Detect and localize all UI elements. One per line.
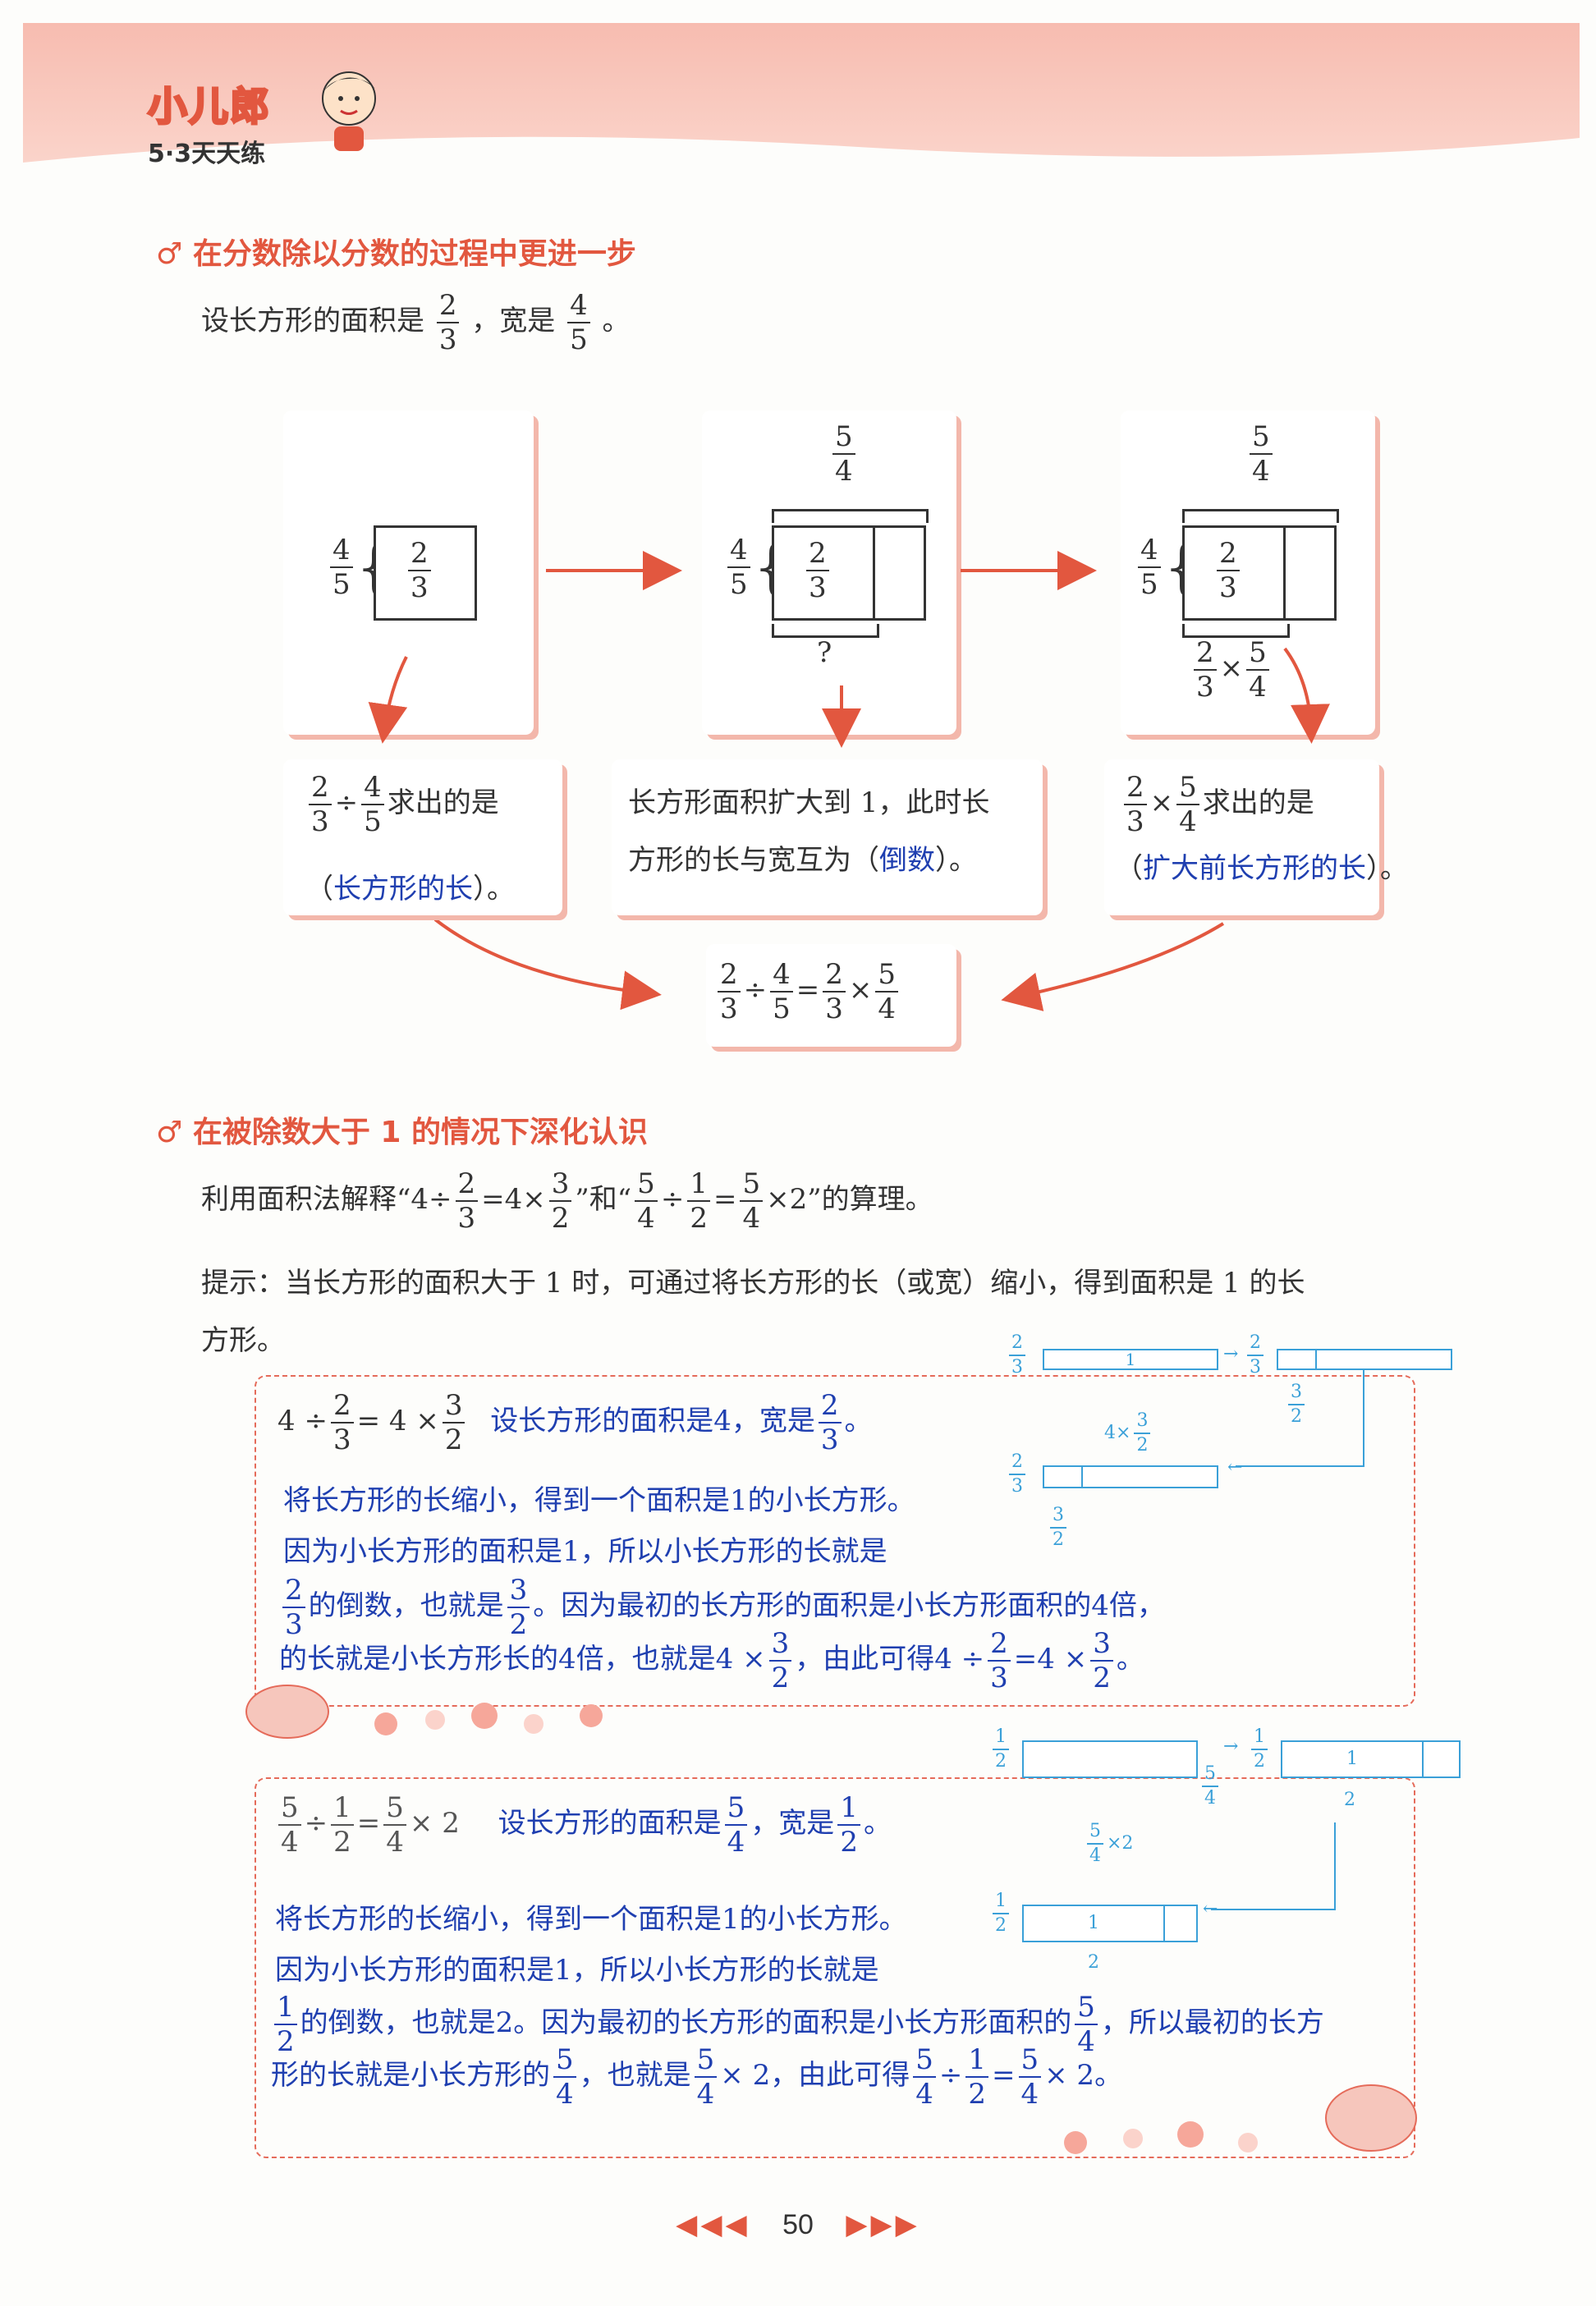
- explain-box-1-line2: （长方形的长）。: [305, 873, 515, 905]
- next-arrows-icon: ▶▶▶: [846, 2209, 920, 2240]
- panel2-extension: [873, 525, 926, 621]
- brand-subtitle: 5·3天天练: [148, 140, 266, 168]
- card1-diagram-rect2: [1277, 1349, 1452, 1370]
- explain-box-3-line2: （扩大前长方形的长）。: [1115, 852, 1408, 885]
- mascot-icon: [316, 66, 382, 156]
- card1-line2: 将长方形的长缩小，得到一个面积是1的小长方形。: [283, 1484, 915, 1517]
- flower-decoration-1: [238, 1675, 649, 1740]
- panel3-bottom-brace: [1182, 624, 1290, 638]
- conclusion-box: [706, 944, 956, 1047]
- section-bullet-icon: ♂: [156, 1116, 183, 1149]
- answer-rectangle-length[interactable]: 长方形的长: [333, 873, 473, 905]
- card2-line3: 因为小长方形的面积是1，所以小长方形的长就是: [275, 1954, 879, 1987]
- card1-line3: 因为小长方形的面积是1，所以小长方形的长就是: [283, 1535, 887, 1568]
- flower-decoration-2: [1026, 2069, 1437, 2159]
- card2-diagram-rect1: [1022, 1740, 1198, 1778]
- answer-reciprocal[interactable]: 倒数: [879, 844, 935, 877]
- brand-title: 小儿郎: [146, 83, 272, 131]
- section1-arrows: [368, 551, 1330, 1011]
- card2: [255, 1777, 1415, 2158]
- section1-title-text: 在分数除以分数的过程中更进一步: [192, 237, 636, 271]
- explain-box-2-line1: 长方形面积扩大到 1，此时长: [628, 786, 990, 819]
- brand-logo: 小儿郎 5·3天天练: [146, 74, 272, 169]
- card2-line2: 将长方形的长缩小，得到一个面积是1的小长方形。: [275, 1903, 907, 1936]
- answer-original-length[interactable]: 扩大前长方形的长: [1143, 852, 1366, 885]
- prev-arrows-icon: ◀◀◀: [676, 2209, 750, 2240]
- section2-title-text: 在被除数大于 1 的情况下深化认识: [192, 1116, 648, 1149]
- panel3-extension: [1283, 525, 1337, 621]
- explain-box-2: [612, 759, 1043, 915]
- section2-title: ♂ 在被除数大于 1 的情况下深化认识: [156, 1108, 648, 1151]
- section1-title: ♂ 在分数除以分数的过程中更进一步: [156, 230, 636, 273]
- header-band: [23, 23, 1580, 195]
- header-wave: [23, 136, 1580, 195]
- panel2-top-brace: [772, 509, 929, 523]
- panel2-question: ?: [817, 636, 832, 669]
- section-bullet-icon: ♂: [156, 237, 183, 271]
- panel2-bottom-brace: [772, 624, 879, 638]
- card2-diagram-rect3: [1022, 1905, 1198, 1942]
- panel3-top-brace: [1182, 509, 1339, 523]
- page-number: 50: [782, 2209, 814, 2240]
- explain-box-2-line2: 方形的长与宽互为（倒数）。: [628, 844, 977, 877]
- section2-hint-line1: 提示：当长方形的面积大于 1 时，可通过将长方形的长（或宽）缩小，得到面积是 1…: [201, 1267, 1305, 1300]
- card1: [255, 1375, 1415, 1707]
- explain-box-3: [1104, 759, 1379, 915]
- explain-box-1: [283, 759, 562, 915]
- card1-diagram-rect1: 1: [1043, 1349, 1218, 1370]
- page-footer: ◀◀◀ 50 ▶▶▶: [0, 2208, 1596, 2241]
- section2-hint-line2: 方形。: [201, 1324, 285, 1357]
